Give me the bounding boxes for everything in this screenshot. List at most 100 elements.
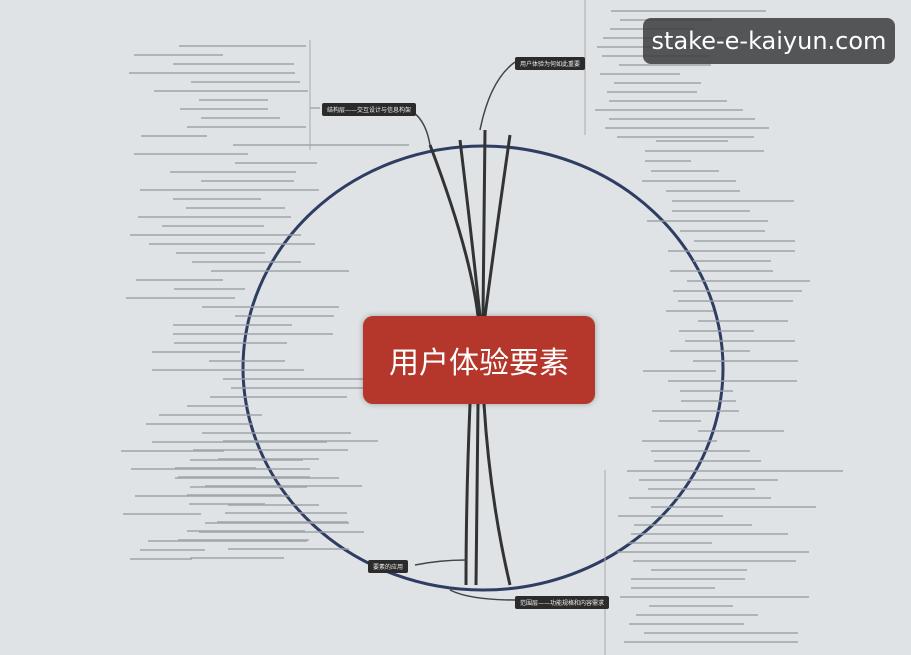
leaf-line bbox=[670, 350, 751, 352]
leaf-line bbox=[651, 450, 751, 452]
leaf-line bbox=[630, 587, 716, 589]
leaf-line bbox=[199, 531, 364, 533]
leaf-line bbox=[201, 306, 340, 308]
leaf-line bbox=[172, 324, 293, 326]
leaf-line bbox=[634, 524, 752, 526]
leaf-line bbox=[595, 109, 744, 111]
leaf-line bbox=[667, 250, 795, 252]
leaf-line bbox=[186, 494, 282, 496]
leaf-line bbox=[138, 216, 292, 218]
leaf-line bbox=[605, 127, 769, 129]
leaf-line bbox=[656, 140, 729, 142]
leaf-line bbox=[227, 504, 320, 506]
leaf-line bbox=[148, 243, 315, 245]
leaf-line bbox=[173, 63, 294, 65]
leaf-line bbox=[205, 485, 362, 487]
leaf-line bbox=[628, 542, 713, 544]
leaf-line bbox=[125, 297, 236, 299]
leaf-line bbox=[653, 460, 761, 462]
leaf-line bbox=[671, 210, 750, 212]
leaf-line bbox=[694, 240, 796, 242]
leaf-line bbox=[627, 470, 844, 472]
leaf-line bbox=[186, 530, 306, 532]
leaf-line bbox=[628, 497, 772, 499]
leaf-line bbox=[151, 351, 241, 353]
leaf-line bbox=[641, 180, 736, 182]
leaf-line bbox=[122, 513, 202, 515]
leaf-line bbox=[644, 160, 692, 162]
leaf-line bbox=[609, 100, 727, 102]
leaf-line bbox=[698, 320, 789, 322]
branch-why-important[interactable]: 用户体验为何如此重要 bbox=[515, 57, 586, 70]
leaf-line bbox=[672, 200, 794, 202]
leaf-line bbox=[658, 420, 701, 422]
leaf-line bbox=[140, 189, 319, 191]
leaf-line bbox=[192, 261, 301, 263]
leaf-line bbox=[174, 288, 245, 290]
leaf-line bbox=[172, 333, 334, 335]
leaf-line bbox=[672, 290, 802, 292]
leaf-line bbox=[120, 450, 224, 452]
leaf-line bbox=[178, 476, 311, 478]
ellipse-outline bbox=[241, 144, 725, 592]
leaf-line bbox=[618, 64, 711, 66]
leaf-line bbox=[227, 548, 349, 550]
leaf-line bbox=[202, 432, 351, 434]
leaf-line bbox=[152, 369, 305, 371]
leaf-line bbox=[209, 396, 347, 398]
leaf-line bbox=[638, 479, 779, 481]
leaf-line bbox=[649, 605, 734, 607]
leaf-line bbox=[129, 234, 301, 236]
leaf-line bbox=[174, 342, 287, 344]
leaf-line bbox=[209, 360, 285, 362]
leaf-line bbox=[162, 225, 265, 227]
leaf-line bbox=[647, 220, 769, 222]
leaf-line bbox=[134, 153, 248, 155]
leaf-line bbox=[687, 280, 810, 282]
leaf-line bbox=[204, 522, 349, 524]
leaf-line bbox=[140, 549, 205, 551]
leaf-line bbox=[141, 135, 208, 137]
leaf-line bbox=[608, 118, 756, 120]
leaf-line bbox=[129, 72, 295, 74]
leaf-line bbox=[679, 230, 765, 232]
leaf-line bbox=[650, 506, 816, 508]
branch-applying-elements[interactable]: 要素的应用 bbox=[368, 560, 409, 573]
leaf-line bbox=[186, 405, 250, 407]
leaf-line bbox=[179, 108, 269, 110]
leaf-line bbox=[633, 560, 797, 562]
leaf-line bbox=[178, 45, 307, 47]
leaf-line bbox=[217, 521, 349, 523]
leaf-line bbox=[135, 495, 291, 497]
leaf-line bbox=[636, 614, 759, 616]
leaf-line bbox=[234, 162, 318, 164]
leaf-line bbox=[187, 126, 306, 128]
leaf-line bbox=[680, 400, 736, 402]
branch-structure-layer[interactable]: 结构层——交互设计与信息构架 bbox=[322, 103, 417, 116]
leaf-line bbox=[644, 150, 764, 152]
leaf-line bbox=[607, 91, 697, 93]
leaf-line bbox=[685, 340, 796, 342]
leaf-line bbox=[190, 557, 284, 559]
central-topic[interactable]: 用户体验要素 bbox=[363, 316, 595, 404]
leaf-line bbox=[618, 515, 723, 517]
leaf-line bbox=[616, 136, 755, 138]
leaf-line bbox=[200, 180, 295, 182]
leaf-line bbox=[175, 467, 257, 469]
leaf-line bbox=[223, 440, 378, 442]
leaf-line bbox=[631, 533, 788, 535]
leaf-line bbox=[620, 596, 810, 598]
branch-scope-layer[interactable]: 范围层——功能规格和内容需求 bbox=[515, 596, 610, 609]
leaf-line bbox=[232, 144, 410, 146]
watermark: stake-e-kaiyun.com bbox=[643, 18, 895, 64]
leaf-line bbox=[666, 310, 714, 312]
leaf-line bbox=[225, 512, 348, 514]
leaf-line bbox=[198, 99, 269, 101]
leaf-line bbox=[192, 449, 348, 451]
leaf-line bbox=[152, 441, 327, 443]
leaf-line bbox=[174, 477, 340, 479]
leaf-line bbox=[652, 410, 740, 412]
leaf-line bbox=[129, 558, 193, 560]
leaf-line bbox=[643, 370, 717, 372]
leaf-line bbox=[145, 423, 254, 425]
